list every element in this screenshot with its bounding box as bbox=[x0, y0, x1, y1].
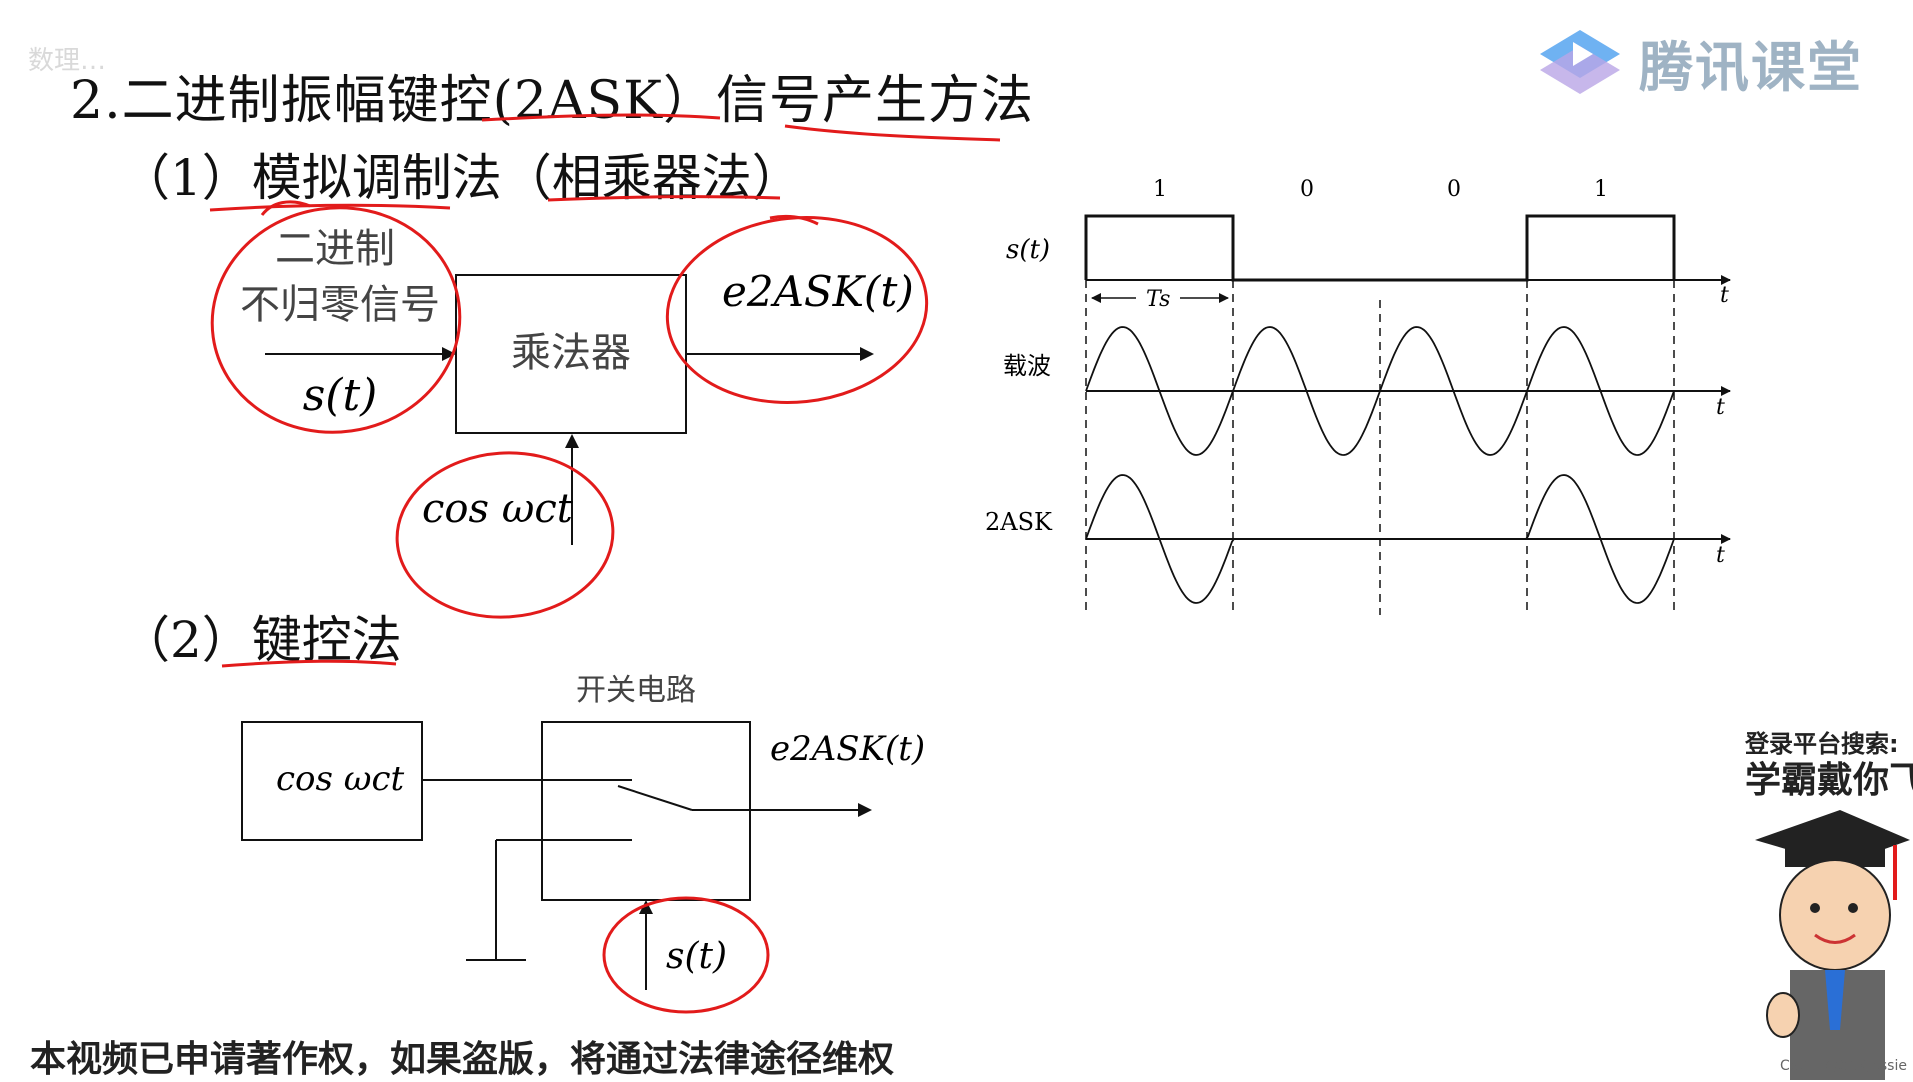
input-signal-label: s(t) bbox=[303, 370, 378, 421]
brand-watermark: 腾讯课堂 bbox=[1535, 22, 1863, 102]
row-label-st: s(t) bbox=[1006, 235, 1050, 265]
keying-carrier-label: cos ωct bbox=[276, 759, 405, 799]
input-label-line1: 二进制 bbox=[275, 226, 395, 272]
ask-waveform bbox=[1085, 474, 1675, 604]
bit-label: 0 bbox=[1300, 177, 1314, 202]
control-signal-label: s(t) bbox=[666, 936, 727, 977]
red-circle-annotations bbox=[210, 200, 929, 619]
output-label: e2ASK(t) bbox=[722, 267, 914, 316]
st-waveform bbox=[1084, 214, 1676, 282]
carrier-label: cos ωct bbox=[422, 486, 574, 532]
switch-arm bbox=[617, 785, 693, 811]
carrier-waveform bbox=[1085, 326, 1675, 456]
section-2-heading: （2）键控法 bbox=[120, 611, 402, 669]
csdn-credit: CSDN @XXXJessie bbox=[1780, 1058, 1907, 1074]
brand-name: 腾讯课堂 bbox=[1639, 35, 1863, 99]
keying-diagram: 开关电路 cos ωct e2ASK(t) s(t) bbox=[241, 673, 925, 1014]
axis-label-t: t bbox=[1720, 283, 1729, 308]
watermark-text: 数理… bbox=[28, 46, 107, 76]
bit-label: 0 bbox=[1447, 177, 1461, 202]
copyright-notice: 本视频已申请著作权，如果盗版，将通过法律途径维权 bbox=[30, 1038, 895, 1080]
switch-label: 开关电路 bbox=[576, 673, 696, 708]
input-label-line2: 不归零信号 bbox=[240, 282, 440, 328]
promo-line-1: 登录平台搜索: bbox=[1745, 730, 1899, 758]
axis-label-t: t bbox=[1716, 395, 1725, 420]
waveform-diagram: 1 0 0 1 s(t) 载波 2ASK t t t Ts bbox=[985, 177, 1731, 615]
row-label-2ask: 2ASK bbox=[985, 508, 1053, 536]
keying-output-label: e2ASK(t) bbox=[770, 729, 925, 769]
promo-text: 登录平台搜索: 学霸戴你飞 bbox=[1745, 730, 1913, 802]
brand-logo-icon bbox=[1540, 30, 1620, 94]
row-label-carrier: 载波 bbox=[1003, 352, 1051, 380]
slide-title: 2.二进制振幅键控(2ASK）信号产生方法 bbox=[70, 71, 1035, 131]
axis-label-t: t bbox=[1716, 543, 1725, 568]
title-underlines bbox=[209, 113, 1001, 668]
bit-label: 1 bbox=[1594, 177, 1608, 202]
bit-boundaries bbox=[1085, 280, 1675, 615]
multiplier-label: 乘法器 bbox=[511, 330, 631, 376]
control-red-circle bbox=[602, 896, 770, 1014]
promo-line-2: 学霸戴你飞 bbox=[1745, 759, 1913, 801]
multiplier-diagram: 二进制 不归零信号 s(t) 乘法器 e2ASK(t) cos ωct bbox=[210, 200, 929, 619]
mascot-illustration bbox=[1755, 810, 1910, 1080]
period-label: Ts bbox=[1146, 287, 1170, 312]
bit-label: 1 bbox=[1153, 177, 1167, 202]
